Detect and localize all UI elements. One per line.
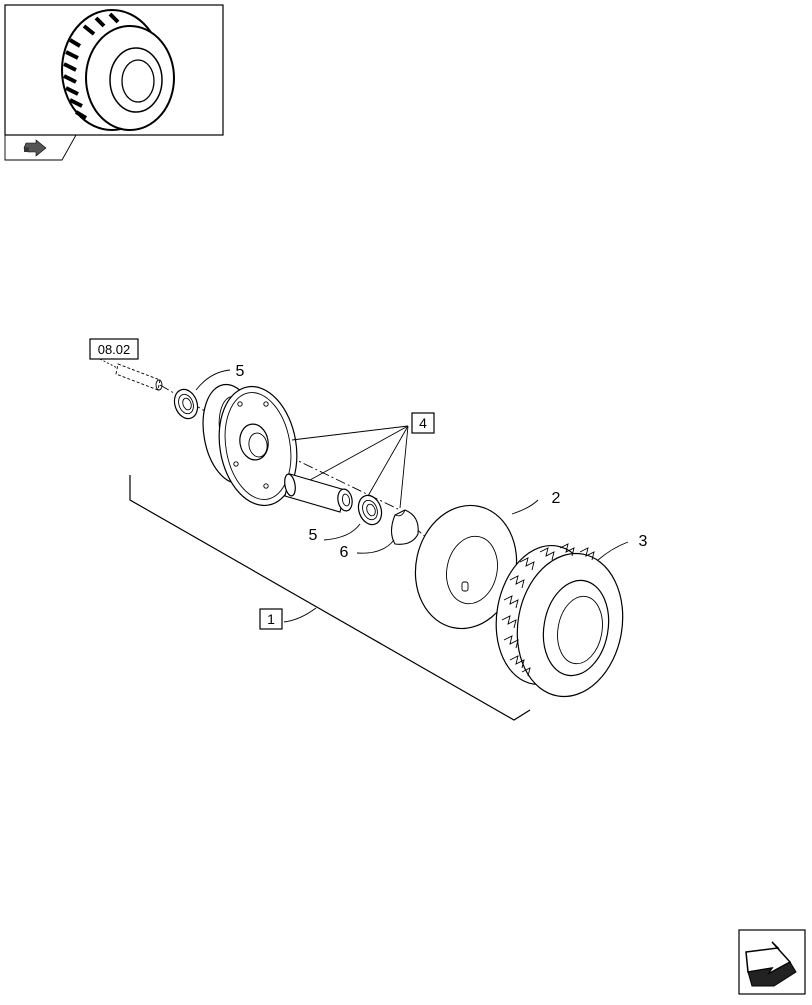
back-nav-button[interactable] [4,134,77,161]
callout-2: 2 [552,490,561,507]
callout-1: 1 [267,611,275,627]
callout-5-top: 5 [236,363,245,380]
callout-4: 4 [419,415,427,431]
back-arrow-icon [23,139,47,157]
thumbnail-panel[interactable] [4,4,224,136]
callout-3: 3 [639,533,648,550]
callout-4-box[interactable]: 4 [411,412,435,434]
callout-6: 6 [340,544,349,561]
callout-5-bottom: 5 [309,527,318,544]
wheel-hub [202,383,298,507]
axle-pin [115,363,163,391]
tire [495,543,624,698]
ref-box-08-02[interactable]: 08.02 [89,338,139,360]
next-page-arrow-icon [745,941,797,987]
hub-cap [390,509,419,545]
spacer-tube [284,473,353,513]
valve-stem [461,581,469,592]
tire-thumbnail-icon [61,9,175,131]
assembly-bracket [129,475,531,721]
next-page-button[interactable] [738,929,806,995]
callout-1-box[interactable]: 1 [259,608,283,630]
ref-label: 08.02 [98,342,131,357]
bearing-top [173,388,199,420]
bearing-bottom [357,494,383,526]
